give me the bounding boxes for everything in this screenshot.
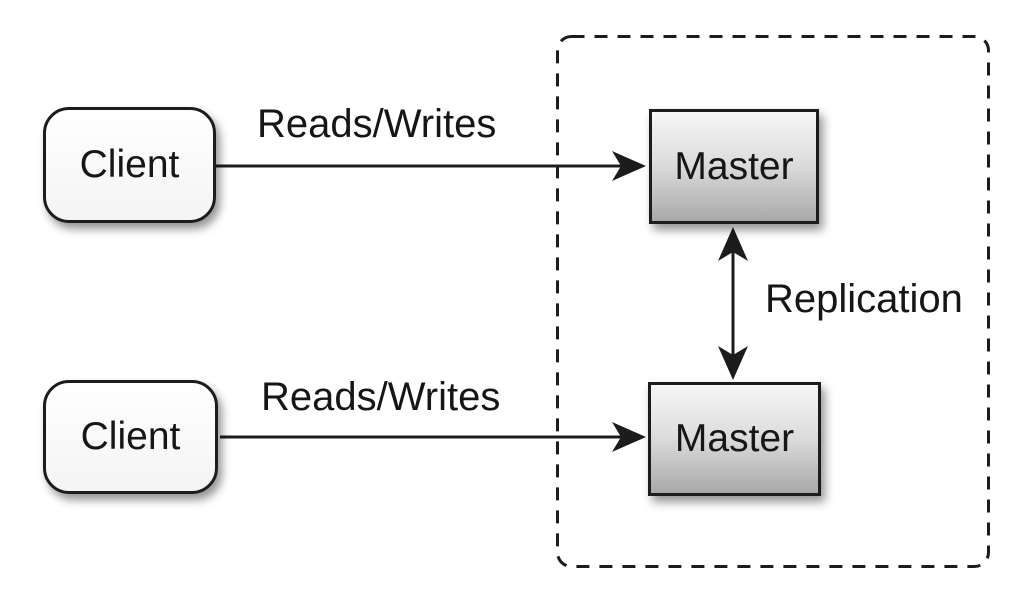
- reads-writes-top-arrowhead: [612, 151, 646, 181]
- reads-writes-bottom-label: Reads/Writes: [261, 375, 501, 419]
- reads-writes-top-label: Reads/Writes: [257, 102, 497, 146]
- client-bottom-node: Client: [43, 380, 218, 494]
- client-top-label: Client: [79, 143, 180, 186]
- master-top-label: Master: [674, 144, 794, 188]
- replication-label: Replication: [765, 277, 963, 321]
- replication-arrowhead-down: [718, 346, 748, 380]
- client-bottom-label: Client: [80, 415, 181, 458]
- reads-writes-bottom-arrowhead: [612, 422, 646, 452]
- master-bottom-label: Master: [674, 417, 795, 460]
- master-bottom-node: Master: [648, 382, 821, 496]
- client-top-node: Client: [43, 107, 216, 223]
- replication-arrowhead-up: [718, 227, 748, 261]
- master-top-node: Master: [649, 109, 819, 224]
